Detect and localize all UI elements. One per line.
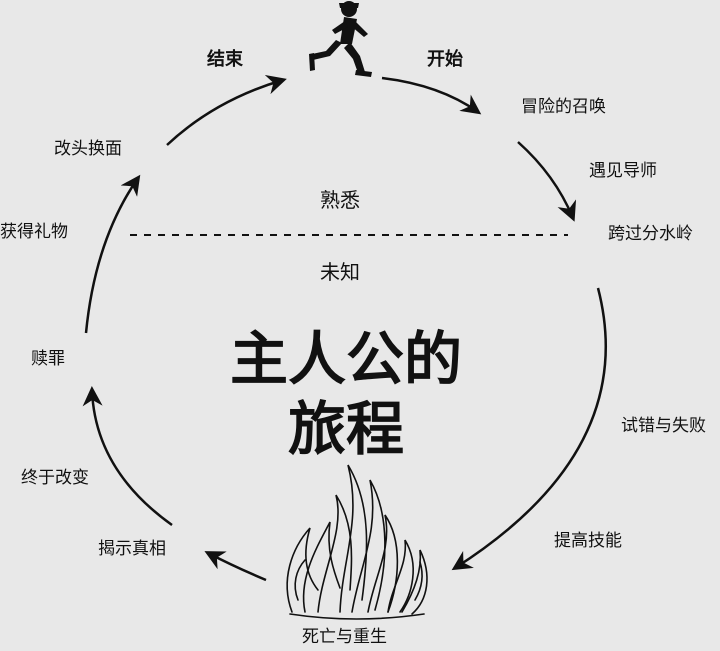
- stage-receive-gift-label: 获得礼物: [0, 222, 68, 242]
- arrow-atonement-to-transformation: [84, 174, 141, 334]
- stage-trial-and-error-label: 试错与失败: [621, 416, 706, 436]
- title-line-1: 主人公的: [229, 325, 462, 393]
- title-line-2: 旅程: [287, 395, 404, 463]
- zone-familiar-label: 熟悉: [320, 188, 360, 212]
- arrow-truth-to-atonement: [82, 386, 173, 527]
- stage-improve-skills-label: 提高技能: [554, 531, 622, 551]
- stage-end-label: 结束: [207, 49, 243, 70]
- stage-reveal-truth-label: 揭示真相: [98, 539, 166, 559]
- stage-final-change-label: 终于改变: [21, 468, 89, 488]
- stage-cross-threshold-label: 跨过分水岭: [608, 224, 693, 244]
- zone-unknown-label: 未知: [320, 260, 360, 284]
- stage-death-and-rebirth-label: 死亡与重生: [302, 627, 387, 647]
- stage-call-to-adventure-label: 冒险的召唤: [521, 97, 606, 117]
- arrow-start-to-call: [381, 76, 482, 115]
- arrow-threshold-to-skills: [451, 287, 607, 571]
- arrow-transformation-to-end: [166, 74, 287, 146]
- stage-transformation-label: 改头换面: [54, 139, 122, 159]
- stage-meet-mentor-label: 遇见导师: [589, 161, 657, 181]
- arrow-call-to-threshold: [517, 141, 577, 222]
- running-person-icon: [309, 1, 372, 77]
- stage-atonement-label: 赎罪: [31, 349, 65, 369]
- stage-start-label: 开始: [427, 49, 463, 70]
- arrow-rebirth-to-truth: [204, 551, 267, 582]
- fire-icon: [286, 464, 428, 620]
